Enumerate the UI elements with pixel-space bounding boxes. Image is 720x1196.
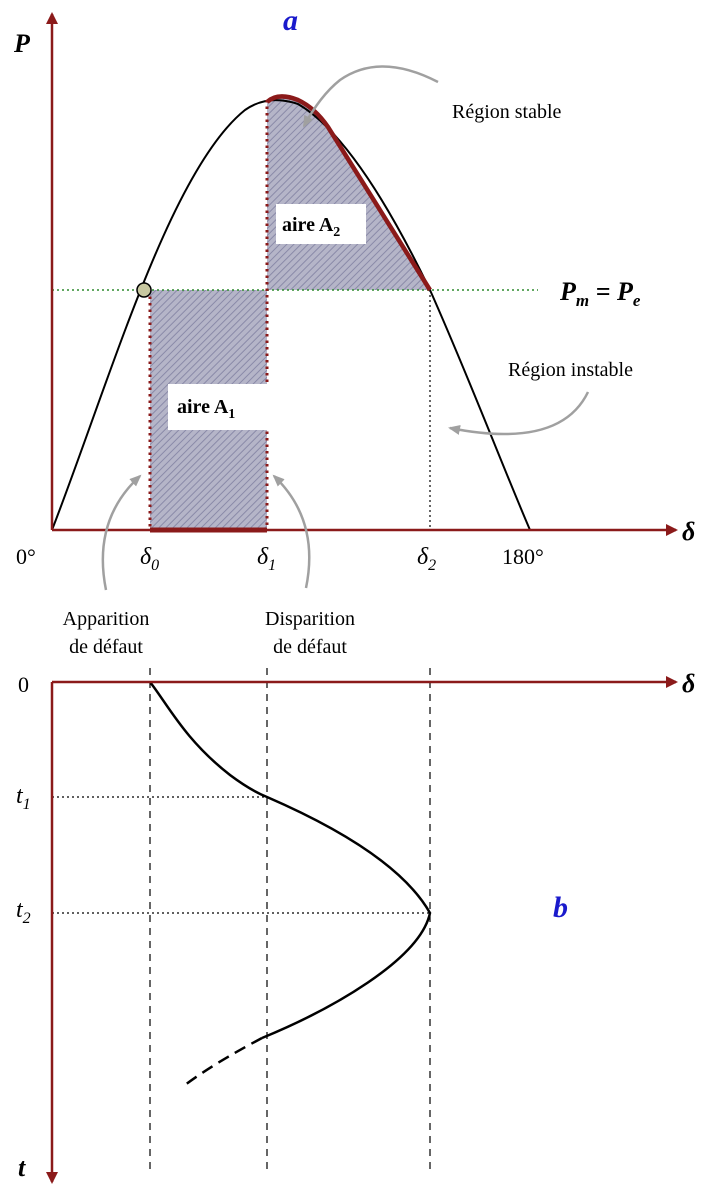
fault-appear-label-2: de défaut xyxy=(69,636,143,658)
pm-pe-label: Pm = Pe xyxy=(559,277,641,310)
fault-clear-arrow xyxy=(272,474,311,589)
origin-label: 0 xyxy=(18,672,29,697)
delta1-label: δ1 xyxy=(257,544,276,574)
fault-clear-label-2: de défaut xyxy=(273,636,347,658)
unstable-region-label: Région instable xyxy=(508,359,633,381)
fault-appear-arrow xyxy=(101,474,142,591)
t1-label: t1 xyxy=(16,783,31,813)
panel-b: 0 δ t t1 t2 b xyxy=(16,668,695,1184)
panel-a: aire A1 aire A2 a P δ 0° 180° δ0 δ1 δ2 P… xyxy=(13,4,695,658)
area-a2-label: aire A2 xyxy=(282,214,340,240)
area-a1-label: aire A1 xyxy=(177,396,235,422)
t2-label: t2 xyxy=(16,897,31,927)
area-a2 xyxy=(267,96,430,290)
tick-180-deg: 180° xyxy=(502,544,544,569)
delta-axis-label-b: δ xyxy=(682,669,695,698)
fault-clear-label-1: Disparition xyxy=(265,608,355,630)
delta0-label: δ0 xyxy=(140,544,159,574)
unstable-region-arrow xyxy=(448,391,590,436)
fault-appear-label-1: Apparition xyxy=(63,608,150,630)
delta2-label: δ2 xyxy=(417,544,436,574)
t-axis-label: t xyxy=(18,1153,26,1182)
rotor-angle-trajectory-dashed xyxy=(184,1036,263,1087)
area-a2-label-box xyxy=(276,204,366,244)
area-a1-label-box xyxy=(168,384,276,430)
rotor-angle-trajectory xyxy=(149,681,432,1040)
stable-region-label: Région stable xyxy=(452,101,562,123)
initial-operating-point xyxy=(136,282,152,298)
delta-axis-label-a: δ xyxy=(682,517,695,546)
stable-region-arrow xyxy=(302,65,439,128)
stable-curve-segment xyxy=(265,94,432,292)
p-axis-label: P xyxy=(13,29,31,58)
panel-b-tag: b xyxy=(553,891,568,924)
tick-0-deg: 0° xyxy=(16,544,36,569)
panel-a-tag: a xyxy=(283,4,298,37)
